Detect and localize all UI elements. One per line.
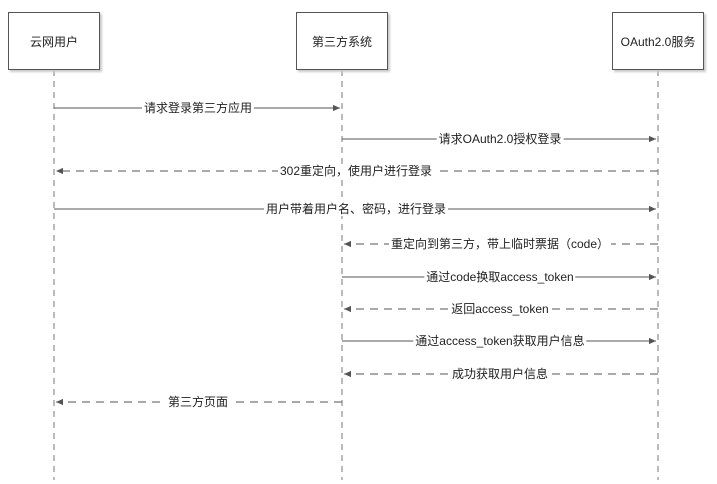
participant-label: 第三方系统 — [311, 34, 372, 49]
message-label: 用户带着用户名、密码，进行登录 — [263, 202, 449, 216]
message-label: 第三方页面 — [165, 395, 231, 409]
message-label: 通过code换取access_token — [424, 270, 576, 284]
message-label: 302重定向，使用户进行登录 — [277, 164, 435, 178]
participant-oauth-service: OAuth2.0服务 — [612, 12, 704, 70]
message-label: 重定向到第三方，带上临时票据（code） — [388, 237, 612, 251]
participant-label: 云网用户 — [29, 34, 78, 49]
participant-third-party: 第三方系统 — [296, 12, 388, 70]
participant-user: 云网用户 — [8, 12, 100, 70]
message-label: 成功获取用户信息 — [449, 367, 551, 381]
participant-label: OAuth2.0服务 — [620, 34, 696, 49]
message-label: 请求登录第三方应用 — [141, 101, 255, 115]
message-label: 返回access_token — [449, 302, 551, 316]
message-label: 通过access_token获取用户信息 — [413, 334, 587, 348]
message-label: 请求OAuth2.0授权登录 — [436, 132, 564, 146]
